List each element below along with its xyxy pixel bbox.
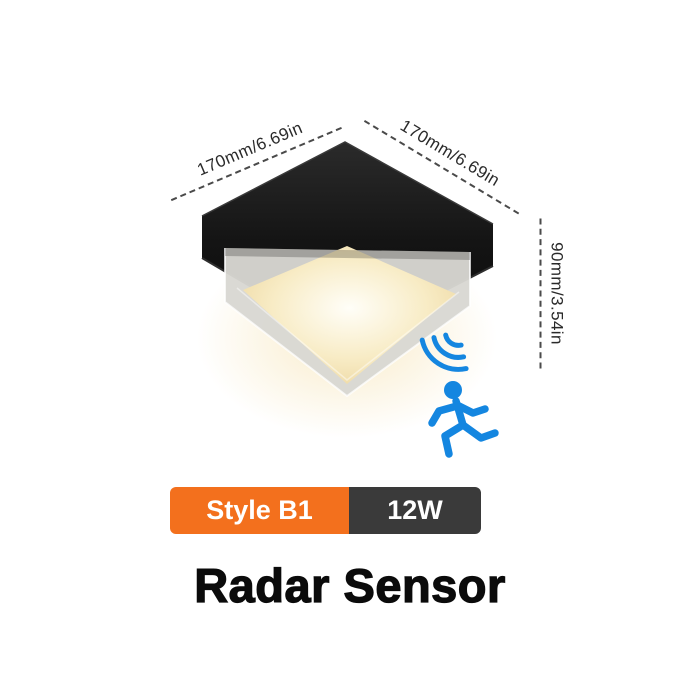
radar-waves-icon — [419, 332, 469, 372]
badge-row: Style B1 12W — [170, 487, 481, 534]
lamp-glow-panel — [243, 246, 456, 384]
lamp-diffuser-edges — [224, 248, 471, 398]
dimension-line — [539, 218, 542, 369]
style-badge: Style B1 — [170, 487, 349, 534]
dimension-height: 90mm/3.54in — [539, 218, 567, 369]
lamp-inner-edges — [236, 287, 460, 381]
running-person-icon — [428, 381, 499, 458]
dimension-height-label: 90mm/3.54in — [547, 242, 567, 345]
power-badge-label: 12W — [387, 495, 443, 525]
lamp-canopy-edge — [201, 141, 494, 225]
lamp-render — [197, 141, 499, 458]
lamp-seam-shadow — [225, 248, 470, 260]
product-title: Radar Sensor — [194, 558, 506, 612]
style-badge-label: Style B1 — [206, 495, 313, 525]
power-badge: 12W — [349, 487, 481, 534]
